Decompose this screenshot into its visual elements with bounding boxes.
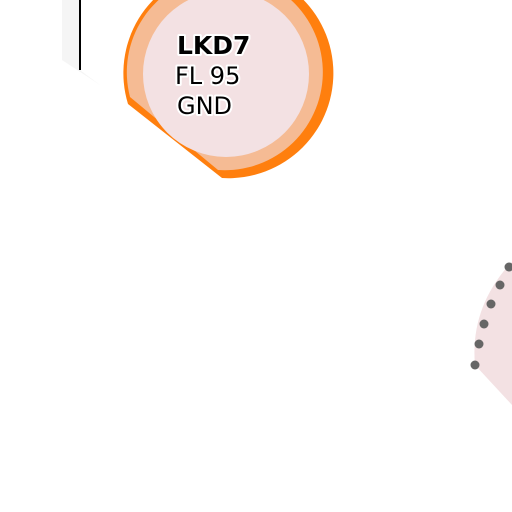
map-edge-shading	[62, 0, 100, 85]
airspace-upper-limit-label: FL 95	[175, 62, 240, 90]
airspace-lkd7-fill	[143, 0, 309, 157]
airspace-name-label: LKD7	[177, 31, 250, 60]
airspace-partial-right[interactable]	[470, 262, 512, 405]
airspace-lkd7[interactable]: LKD7 FL 95 GND	[123, 0, 334, 179]
dotted-boundary	[470, 262, 512, 370]
airspace-partial-right-fill	[474, 262, 512, 405]
airspace-lower-limit-label: GND	[177, 92, 232, 120]
